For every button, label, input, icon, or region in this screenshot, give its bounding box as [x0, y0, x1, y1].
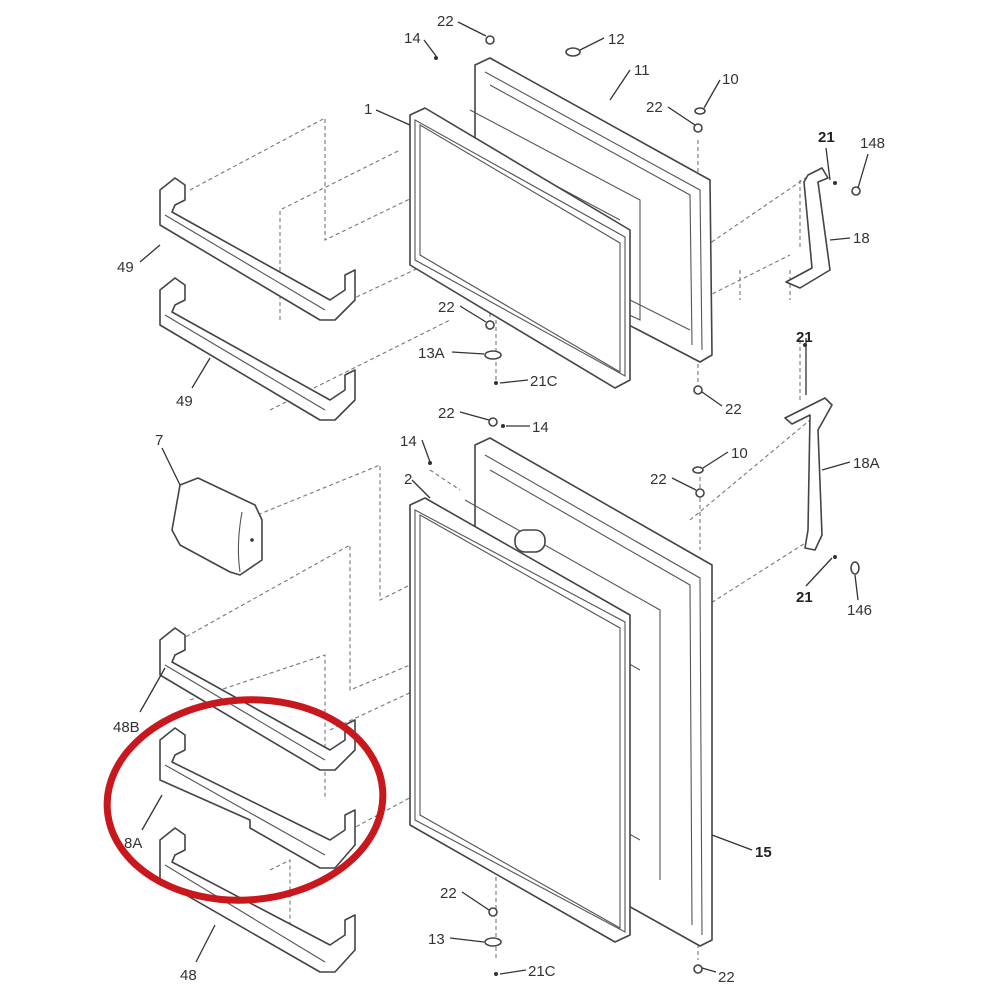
- label-14: 14: [404, 30, 421, 47]
- freezer-door-gasket: [409, 107, 631, 389]
- label-13: 13: [428, 931, 445, 948]
- label-7: 7: [155, 432, 164, 449]
- label-1: 1: [364, 101, 373, 118]
- door-rack-49-upper: [159, 177, 356, 321]
- label-11: 11: [634, 62, 650, 79]
- label-48: 48: [180, 967, 197, 984]
- dairy-bin: [171, 477, 263, 576]
- label-10: 10: [731, 445, 748, 462]
- fresh-food-door-gasket: [409, 497, 631, 943]
- label-22: 22: [438, 299, 455, 316]
- label-21: 21: [818, 129, 835, 146]
- label-48b: 48B: [113, 719, 140, 736]
- label-22: 22: [718, 969, 735, 986]
- leader-lines: [139, 21, 869, 975]
- label-21: 21: [796, 329, 813, 346]
- label-12: 12: [608, 31, 625, 48]
- label-22: 22: [437, 13, 454, 30]
- label-49: 49: [176, 393, 193, 410]
- label-22: 22: [646, 99, 663, 116]
- upper-hinge: [785, 167, 831, 289]
- door-rack-48b: [159, 627, 356, 771]
- label-22: 22: [725, 401, 742, 418]
- label-148: 148: [860, 135, 886, 152]
- label-146: 146: [847, 602, 873, 619]
- label-15: 15: [755, 844, 772, 861]
- label-21: 21: [796, 589, 813, 606]
- door-rack-48: [159, 827, 356, 973]
- label-49: 49: [117, 259, 134, 276]
- label-22: 22: [438, 405, 455, 422]
- label-8a: 8A: [124, 835, 143, 852]
- label-22: 22: [440, 885, 457, 902]
- label-14: 14: [400, 433, 417, 450]
- label-14: 14: [532, 419, 549, 436]
- label-2: 2: [404, 471, 413, 488]
- door-rack-8a-highlighted: [159, 727, 356, 869]
- hardware: [428, 35, 861, 976]
- label-13a: 13A: [418, 345, 445, 362]
- label-18a: 18A: [853, 455, 880, 472]
- label-21c: 21C: [528, 963, 556, 980]
- lower-hinge: [784, 397, 833, 551]
- label-18: 18: [853, 230, 870, 247]
- label-21c: 21C: [530, 373, 558, 390]
- label-10: 10: [722, 71, 739, 88]
- label-22: 22: [650, 471, 667, 488]
- highlight-circle: [103, 696, 387, 904]
- door-rack-49-lower: [159, 277, 356, 421]
